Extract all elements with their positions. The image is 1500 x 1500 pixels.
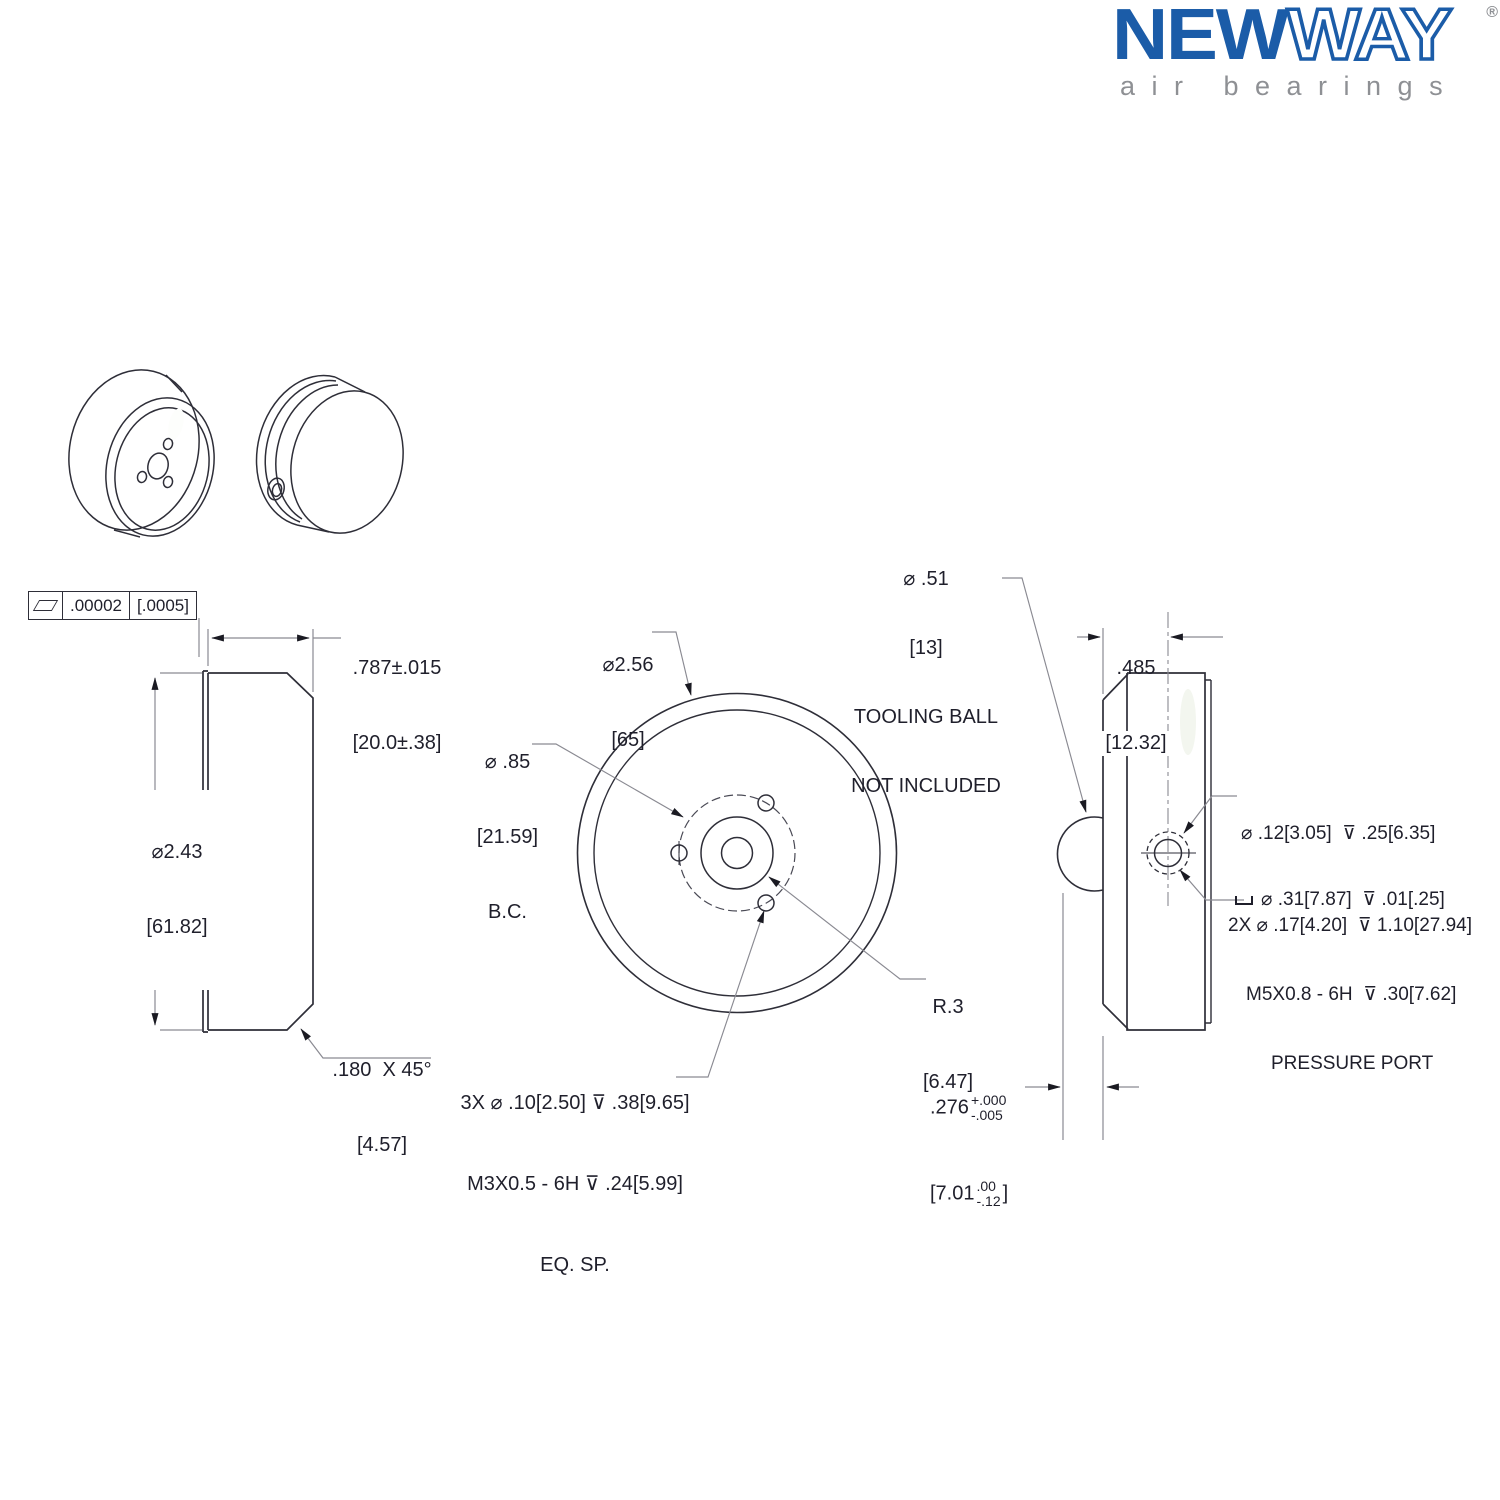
isometric-views <box>68 369 404 538</box>
pressure-port-leader <box>1179 869 1244 901</box>
right-side-view-dimensions <box>1025 628 1244 1140</box>
tooling-ball-note: ⌀ .51 [13] TOOLING BALL NOT INCLUDED <box>848 522 1004 844</box>
pressure-port-note-line2: M5X0.8 - 6H ⊽ .30[7.62] <box>1246 984 1457 1005</box>
port-offset-mm: [12.32] <box>1100 731 1172 756</box>
bolt-circle-in: ⌀ .85 <box>484 751 531 773</box>
tooling-ball-dia-mm: [13] <box>909 637 943 659</box>
pressure-port-note-line1: 2X ⌀ .17[4.20] ⊽ 1.10[27.94] <box>1228 915 1473 936</box>
bolt-circle-dimension: ⌀ .85 [21.59] B.C. <box>455 700 560 975</box>
front-outer-diameter-mm: [65] <box>611 729 645 751</box>
chamfer-mm: [4.57] <box>356 1134 408 1156</box>
protrusion-mm-tolerance: .00-.12 <box>976 1178 1001 1209</box>
flatness-symbol-cell <box>29 592 62 619</box>
logo-way: WAY <box>1285 0 1454 75</box>
port-offset-dimension: .485 [12.32] <box>1100 606 1172 806</box>
fillet-radius-dimension: R.3 [6.47] <box>900 945 996 1145</box>
whiteout-artifact <box>1180 689 1196 755</box>
fillet-radius-leader <box>768 876 926 980</box>
registered-trademark-icon: ® <box>1486 4 1498 21</box>
outer-diameter-in: ⌀2.43 <box>151 841 203 863</box>
mounting-hole <box>757 894 775 912</box>
bolt-circle <box>678 794 796 912</box>
port-offset-in: .485 <box>1116 657 1156 679</box>
mounting-holes-note: 3X ⌀ .10[2.50] ⊽ .38[9.65] M3X0.5 - 6H ⊽… <box>451 1036 699 1333</box>
logo-new: NEW <box>1112 0 1289 75</box>
mounting-hole <box>757 794 775 812</box>
outer-diameter-dimension-left: ⌀2.43 [61.82] <box>126 790 228 990</box>
chamfer-in: .180 X 45° <box>332 1059 432 1081</box>
newway-logo: NEWWAY ® air bearings <box>1112 0 1498 102</box>
pressure-port-note: 2X ⌀ .17[4.20] ⊽ 1.10[27.94] M5X0.8 - 6H… <box>1228 868 1472 1121</box>
tooling-ball-dia-in: ⌀ .51 <box>903 568 949 590</box>
counterbore-note: ⌀ .12[3.05] ⊽ .25[6.35] ⌀ .31[7.87] ⊽ .0… <box>1235 779 1445 955</box>
chamfer-leader <box>300 1028 431 1059</box>
tooling-ball-note-line1: TOOLING BALL <box>853 706 999 728</box>
counterbore-icon <box>1235 896 1253 905</box>
logo-tagline: air bearings <box>1120 71 1460 101</box>
logo-wordmark: NEWWAY <box>1112 0 1454 73</box>
thickness-dimension: .787±.015 [20.0±.38] <box>347 606 447 806</box>
isometric-disc-bearing-face <box>255 374 404 534</box>
thickness-mm: [20.0±.38] <box>352 732 442 754</box>
counterbore-note-line2: ⌀ .31[7.87] ⊽ .01[.25] <box>1235 889 1445 911</box>
tooling-ball-leader <box>1002 577 1087 813</box>
counterbore-leader <box>1183 795 1237 834</box>
flatness-callout: .00002 [.0005] <box>28 591 197 620</box>
bolt-circle-mm: [21.59] <box>476 826 539 848</box>
mounting-holes-note-line3: EQ. SP. <box>540 1254 610 1276</box>
pressure-port-symbol <box>1141 612 1196 906</box>
protrusion-in-tolerance: +.000-.005 <box>970 1092 1007 1123</box>
mounting-holes-note-line2: M3X0.5 - 6H ⊽ .24[5.99] <box>467 1173 683 1195</box>
protrusion-in: .276+.000-.005 <box>930 1092 1007 1123</box>
flatness-value-mm: [.0005] <box>129 592 196 619</box>
flatness-icon <box>32 600 59 611</box>
thickness-in: .787±.015 <box>352 657 442 679</box>
fillet-radius-in: R.3 <box>932 996 964 1018</box>
whiteout-artifact <box>168 408 184 440</box>
protrusion-mm: [7.01.00-.12] <box>930 1178 1009 1209</box>
tooling-ball-note-line2: NOT INCLUDED <box>851 775 1001 797</box>
front-outer-diameter-dimension: ⌀2.56 [65] <box>592 603 664 803</box>
front-view-leaders <box>532 631 926 1078</box>
fillet-radius-mm: [6.47] <box>922 1071 974 1093</box>
bolt-circle-leader <box>532 743 684 818</box>
tooling-ball-profile <box>1056 816 1104 892</box>
pressure-port-note-line3: PRESSURE PORT <box>1271 1053 1434 1074</box>
counterbore-note-line1: ⌀ .12[3.05] ⊽ .25[6.35] <box>1241 823 1436 844</box>
protrusion-dimension: .276+.000-.005 [7.01.00-.12] <box>930 1043 1008 1259</box>
bolt-circle-suffix: B.C. <box>488 901 527 923</box>
flatness-value-in: .00002 <box>62 592 129 619</box>
front-outer-diameter-in: ⌀2.56 <box>602 654 654 676</box>
mounting-holes-note-line1: 3X ⌀ .10[2.50] ⊽ .38[9.65] <box>460 1092 690 1114</box>
front-view-circles <box>576 692 898 1014</box>
isometric-disc-back-face <box>68 369 215 538</box>
chamfer-dimension: .180 X 45° [4.57] <box>322 1008 442 1208</box>
right-side-view-outline <box>1056 672 1212 1031</box>
mounting-holes-leader <box>676 910 765 1078</box>
outer-diameter-leader <box>652 631 692 696</box>
outer-diameter-mm: [61.82] <box>146 916 208 938</box>
